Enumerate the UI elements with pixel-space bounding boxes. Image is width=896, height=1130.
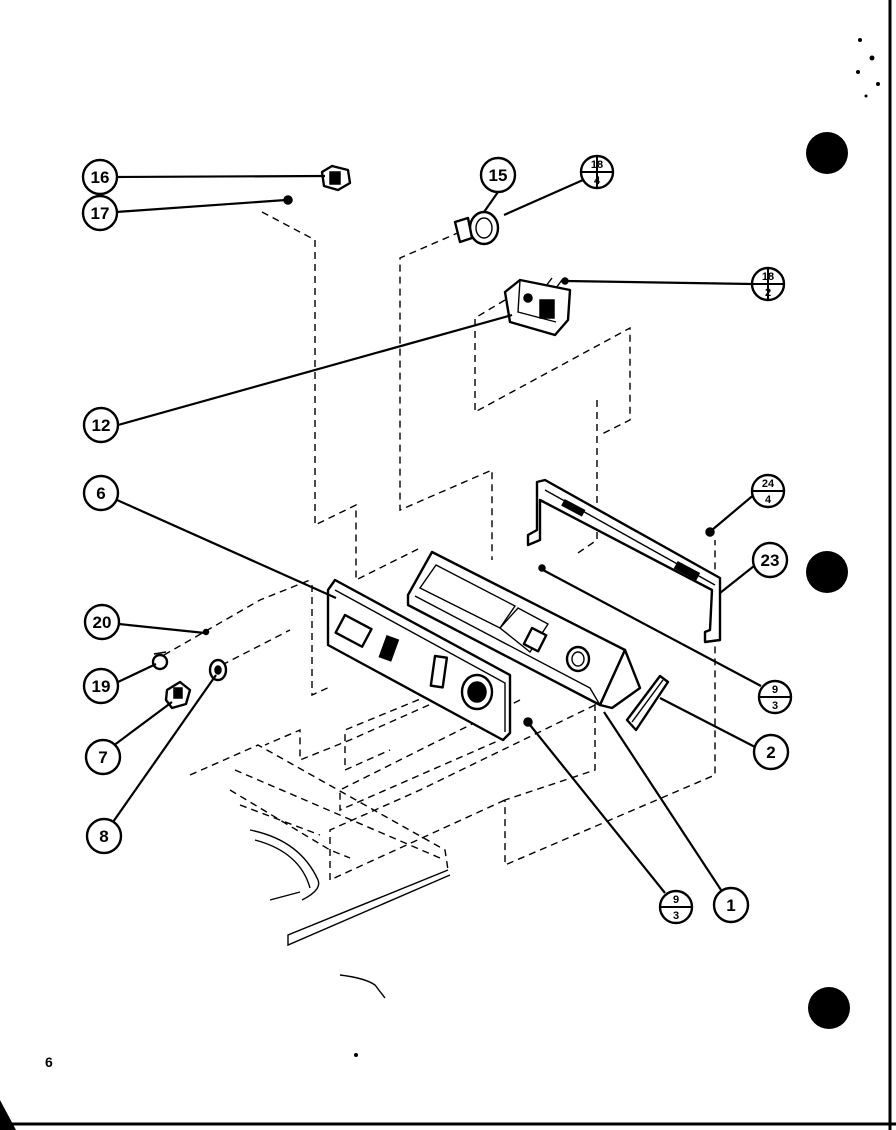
part-1-console-housing bbox=[406, 550, 642, 710]
callout-8: 8 bbox=[85, 817, 123, 855]
part-2-trim-strip bbox=[625, 674, 670, 732]
fraction-callout-ref-c: 24 4 bbox=[750, 473, 786, 509]
svg-text:4: 4 bbox=[594, 175, 601, 187]
svg-text:24: 24 bbox=[762, 478, 775, 490]
svg-text:16: 16 bbox=[91, 168, 110, 187]
svg-text:4: 4 bbox=[765, 494, 772, 506]
callout-19: 19 bbox=[82, 667, 120, 705]
corner-mark bbox=[0, 1100, 16, 1130]
leader-lines bbox=[112, 174, 762, 894]
part-7-push-button bbox=[164, 680, 192, 710]
binder-hole-bottom bbox=[808, 987, 850, 1029]
svg-text:7: 7 bbox=[98, 748, 107, 767]
callout-23: 23 bbox=[751, 541, 789, 579]
part-12-timer bbox=[503, 277, 572, 337]
svg-text:19: 19 bbox=[92, 677, 111, 696]
callout-2: 2 bbox=[752, 733, 790, 771]
svg-text:18: 18 bbox=[591, 159, 603, 171]
scan-speckles bbox=[354, 38, 880, 1057]
part-6-control-panel bbox=[326, 578, 512, 742]
part-23-rear-bracket bbox=[526, 478, 722, 644]
callout-6: 6 bbox=[82, 474, 120, 512]
callout-16: 16 bbox=[81, 158, 119, 196]
svg-text:6: 6 bbox=[96, 484, 105, 503]
screw-lower-console bbox=[523, 717, 533, 727]
binder-hole-top bbox=[806, 132, 848, 174]
svg-text:3: 3 bbox=[772, 700, 778, 712]
svg-text:9: 9 bbox=[673, 894, 679, 906]
svg-text:20: 20 bbox=[93, 613, 112, 632]
svg-text:18: 18 bbox=[762, 271, 774, 283]
callout-12: 12 bbox=[82, 406, 120, 444]
svg-text:2: 2 bbox=[765, 287, 771, 299]
callout-7: 7 bbox=[84, 738, 122, 776]
svg-text:8: 8 bbox=[99, 827, 108, 846]
part-19-knob bbox=[151, 651, 169, 671]
fraction-callout-ref-a: 18 4 bbox=[579, 154, 615, 190]
callout-1: 1 bbox=[712, 886, 750, 924]
callout-17: 17 bbox=[81, 194, 119, 232]
svg-text:2: 2 bbox=[766, 743, 775, 762]
fraction-callout-ref-d: 9 3 bbox=[757, 679, 793, 715]
svg-text:1: 1 bbox=[726, 896, 735, 915]
svg-text:3: 3 bbox=[673, 910, 679, 922]
assembly-dashed-lines bbox=[163, 211, 716, 882]
callout-20: 20 bbox=[83, 603, 121, 641]
part-16-connector bbox=[320, 164, 352, 192]
part-8-washer bbox=[208, 658, 228, 682]
part-15-switch bbox=[453, 210, 500, 246]
svg-text:12: 12 bbox=[92, 416, 111, 435]
svg-text:23: 23 bbox=[761, 551, 780, 570]
svg-text:9: 9 bbox=[772, 684, 778, 696]
page-number: 6 bbox=[45, 1054, 53, 1070]
fraction-callout-ref-b: 18 2 bbox=[750, 266, 786, 302]
binder-hole-middle bbox=[806, 551, 848, 593]
fraction-callout-ref-e: 9 3 bbox=[658, 889, 694, 925]
callout-15: 15 bbox=[479, 156, 517, 194]
svg-text:17: 17 bbox=[91, 204, 110, 223]
svg-text:15: 15 bbox=[489, 166, 508, 185]
cabinet-top-panel bbox=[189, 744, 451, 999]
